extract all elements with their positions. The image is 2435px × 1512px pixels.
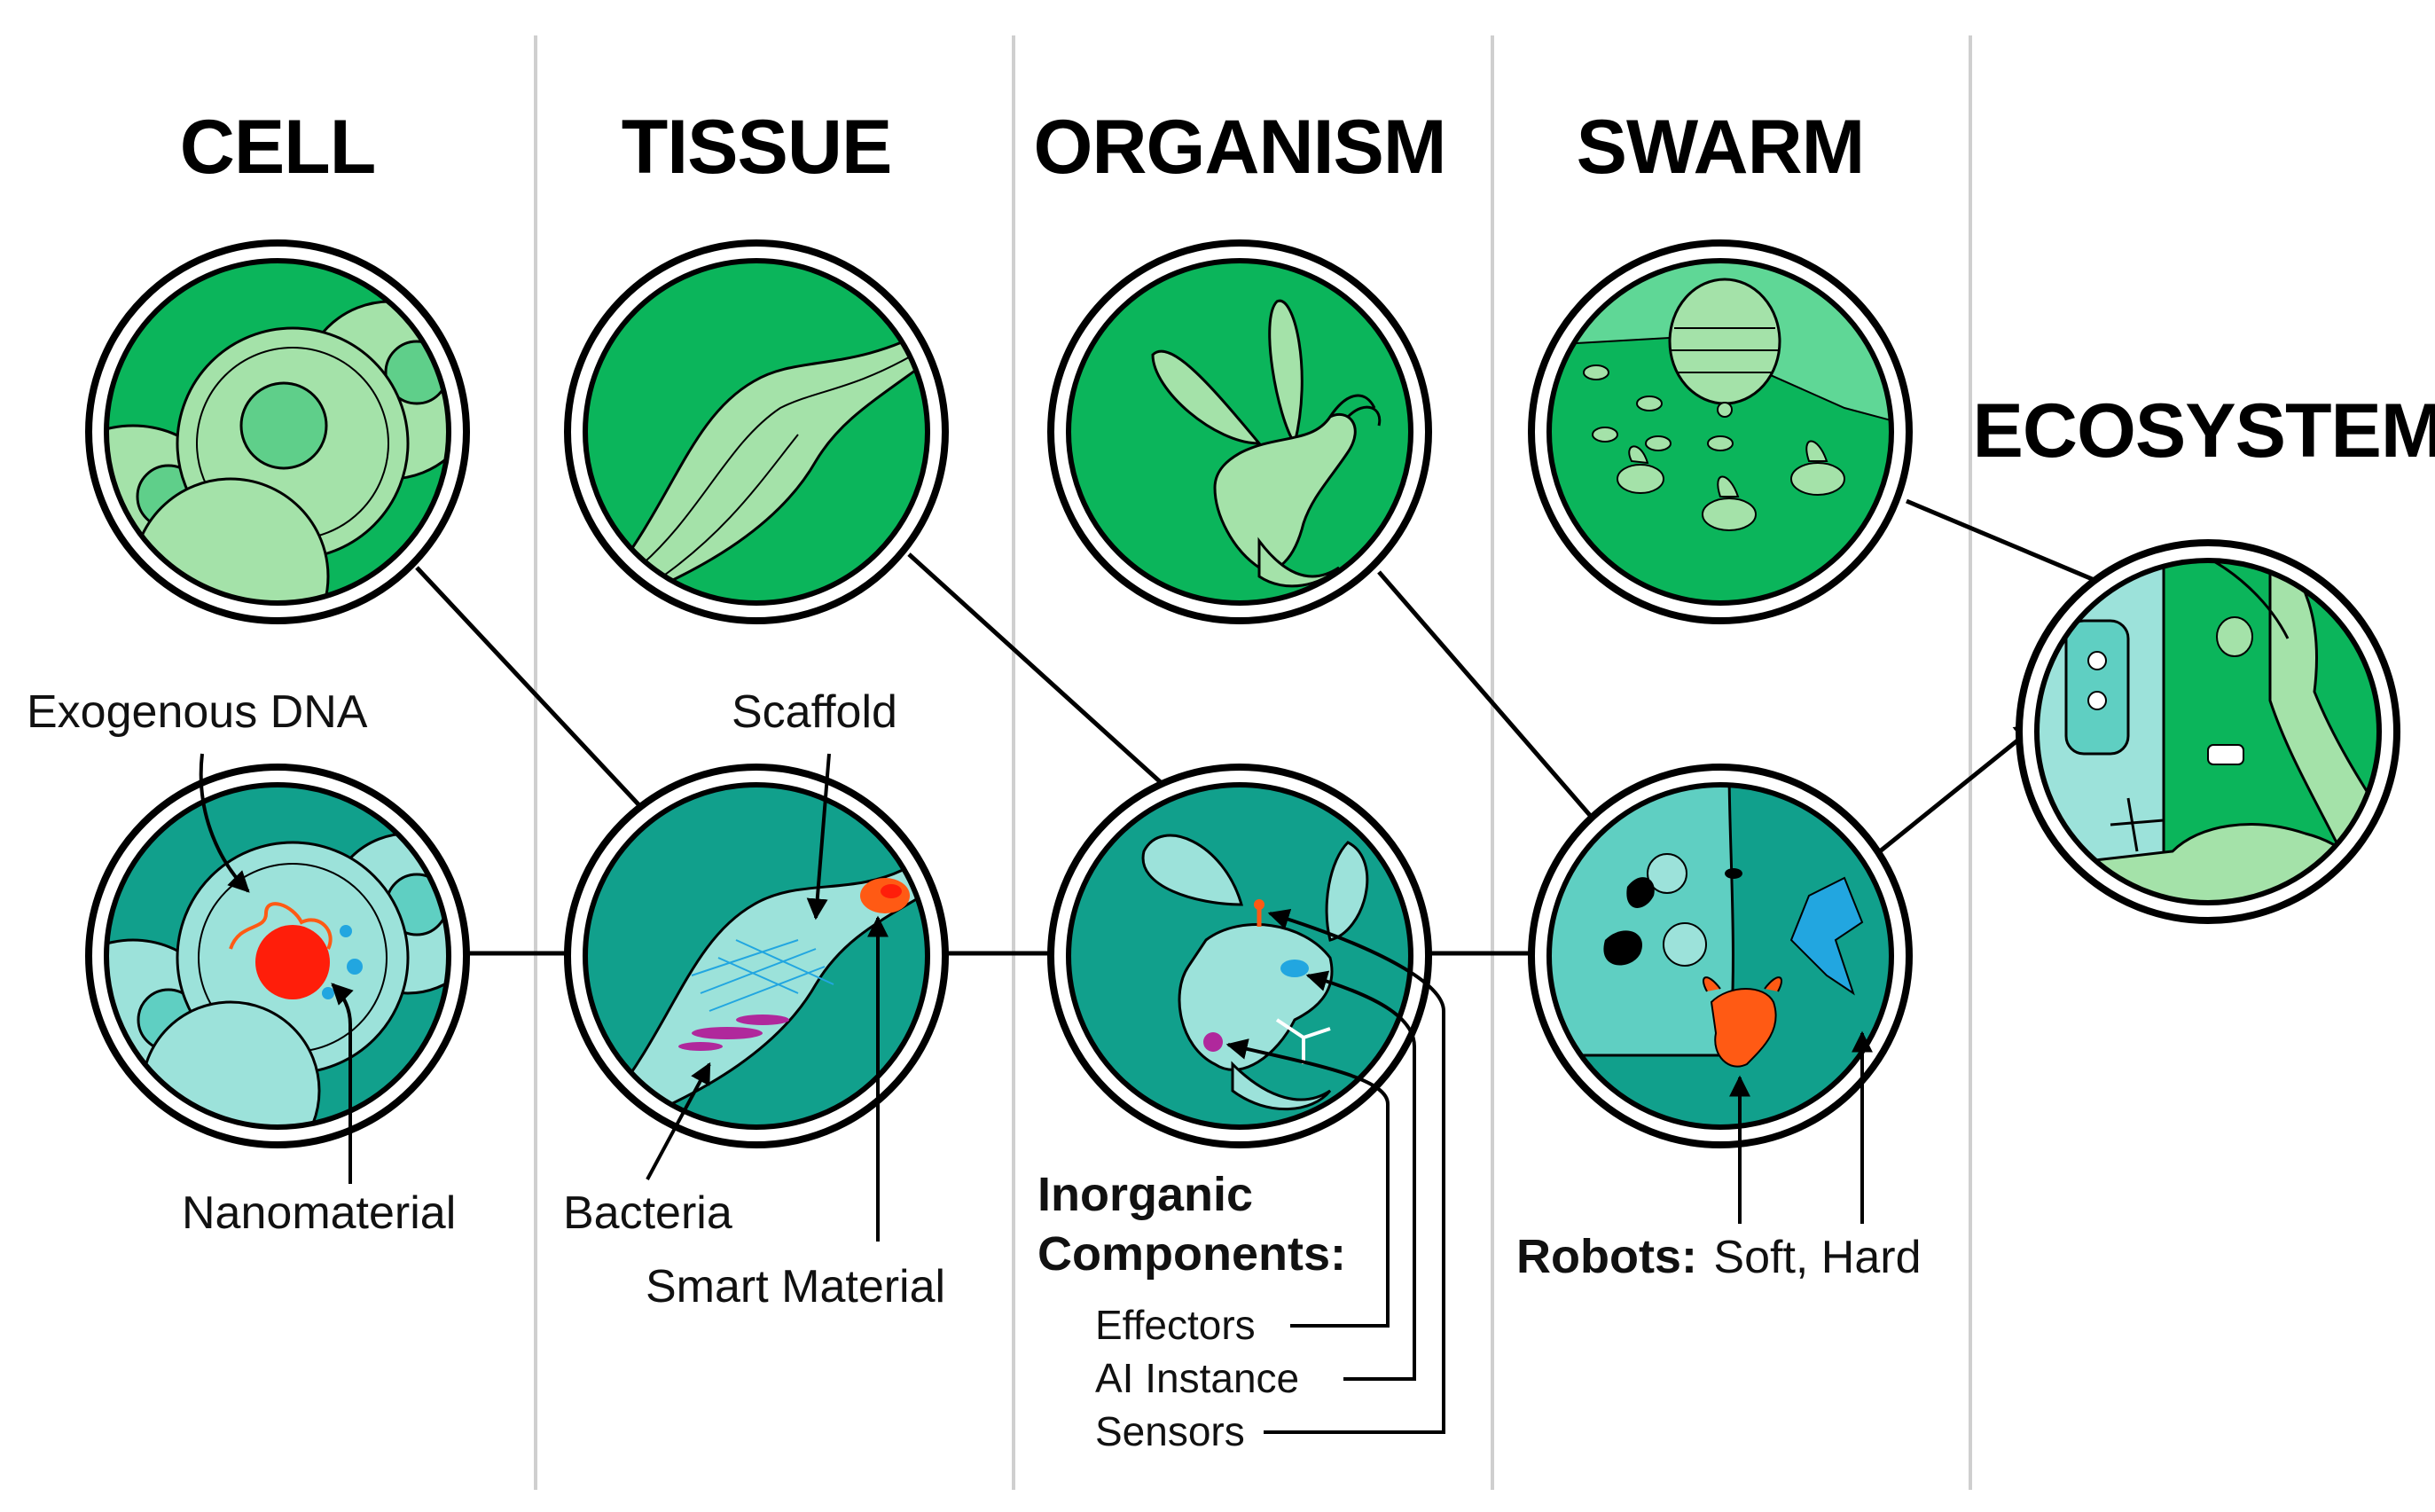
label-effectors: Effectors bbox=[1095, 1302, 1256, 1348]
swarm-circle bbox=[1528, 239, 1913, 624]
ecosystem-circle bbox=[2016, 539, 2400, 924]
tree-icon bbox=[2268, 560, 2379, 853]
beehive-icon bbox=[1668, 278, 1781, 405]
label-scaffold: Scaffold bbox=[732, 686, 897, 738]
column-title-organism: ORGANISM bbox=[1034, 105, 1446, 190]
tissue-circle bbox=[564, 239, 949, 624]
cell-circle bbox=[85, 239, 470, 624]
label-smart-material: Smart Material bbox=[646, 1261, 945, 1312]
effector-icon bbox=[1203, 1032, 1223, 1052]
organism-circle bbox=[1047, 239, 1432, 624]
column-title-ecosystem: ECOSYSTEM bbox=[1973, 388, 2435, 474]
beehive-icon bbox=[2216, 616, 2253, 657]
label-robots-bold: Robots: bbox=[1516, 1230, 1697, 1283]
hybrid-swarm-circle bbox=[1528, 764, 1913, 1148]
label-bacteria: Bacteria bbox=[563, 1187, 732, 1239]
hard-robot-icon bbox=[1789, 876, 1864, 996]
label-ai-instance: AI Instance bbox=[1095, 1355, 1299, 1401]
label-exogenous-dna: Exogenous DNA bbox=[27, 686, 368, 738]
column-title-swarm: SWARM bbox=[1577, 105, 1865, 190]
soft-robot-icon bbox=[1710, 988, 1777, 1068]
bee-wing-icon bbox=[1151, 349, 1263, 445]
label-leaders bbox=[199, 753, 1873, 1434]
label-inorganic-components-line1: Inorganic bbox=[1037, 1168, 1253, 1221]
ai-instance-icon bbox=[1280, 960, 1309, 977]
connector-arrows bbox=[415, 498, 2215, 956]
column-title-tissue: TISSUE bbox=[622, 105, 892, 190]
bee-body-icon bbox=[1213, 412, 1357, 571]
hybrid-tissue-circle bbox=[564, 764, 949, 1148]
label-inorganic-components-line2: Components: bbox=[1037, 1227, 1346, 1281]
label-sensors: Sensors bbox=[1095, 1408, 1245, 1454]
label-robots: Robots: Soft, Hard bbox=[1516, 1230, 1922, 1283]
robot-icon bbox=[2207, 744, 2244, 765]
label-robots-types: Soft, Hard bbox=[1713, 1232, 1921, 1283]
hybrid-organism-circle bbox=[1047, 764, 1432, 1148]
column-title-cell: CELL bbox=[180, 105, 376, 190]
hybrid-cell-circle bbox=[85, 764, 470, 1148]
label-nanomaterial: Nanomaterial bbox=[182, 1187, 456, 1239]
